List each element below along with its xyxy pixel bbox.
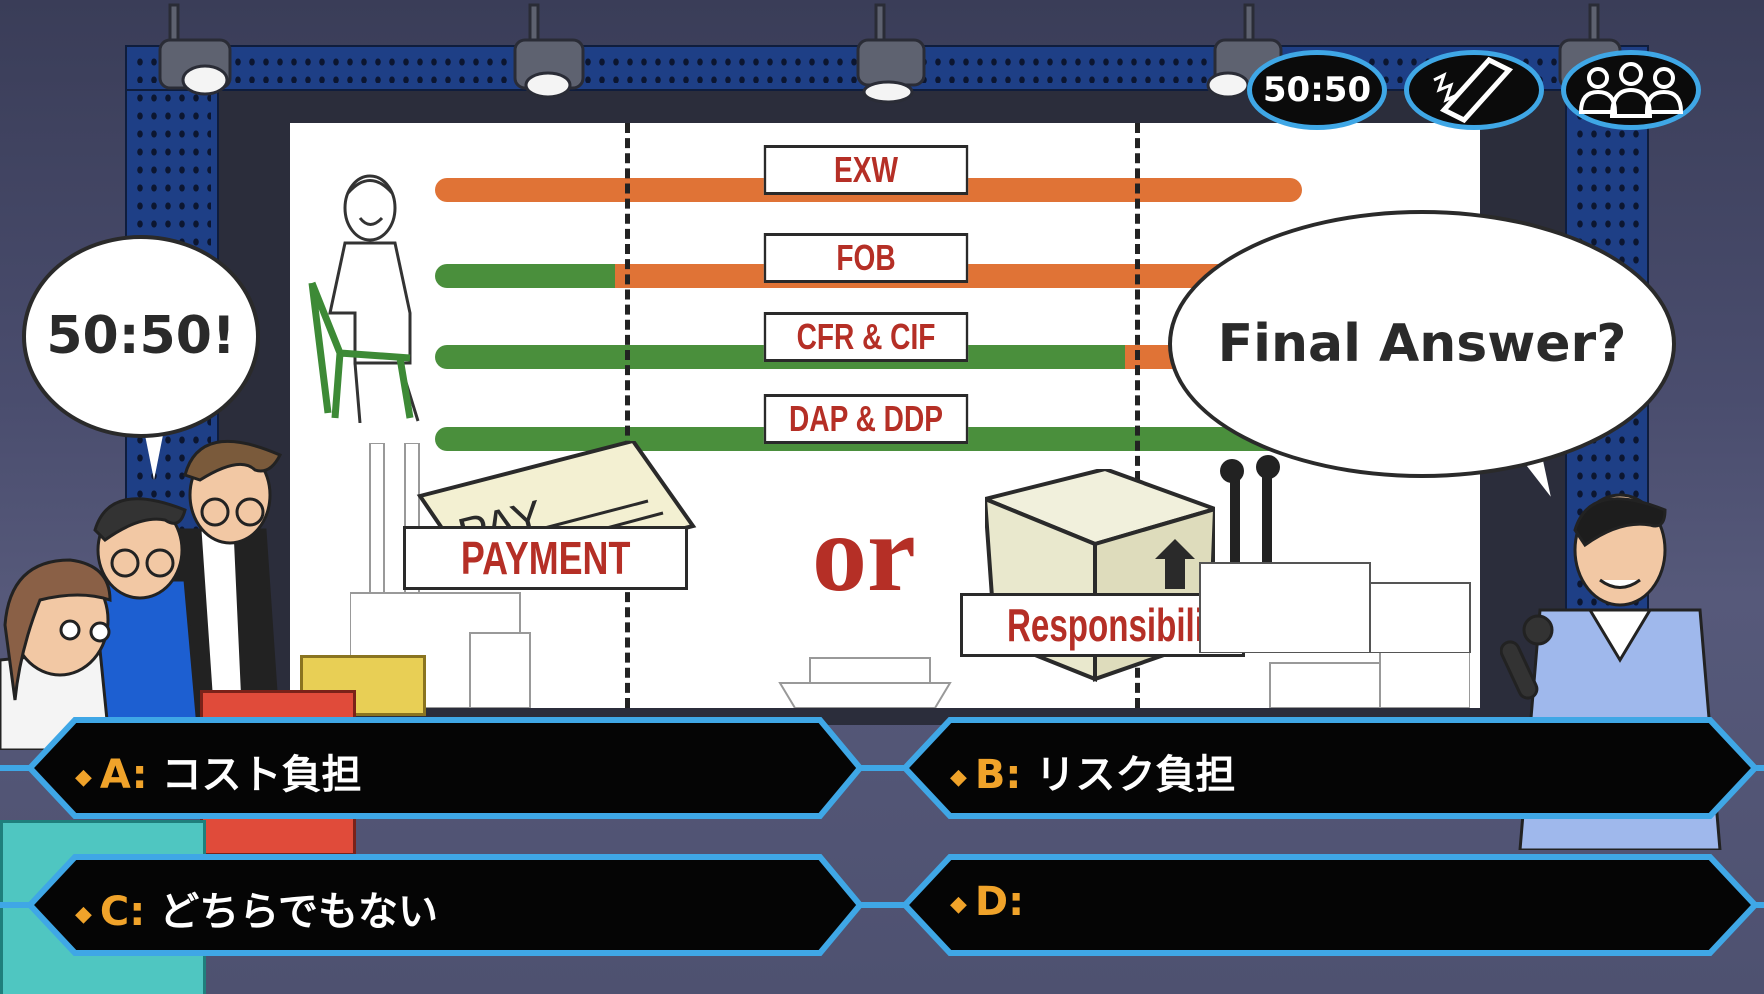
answer-c-letter: C:: [99, 889, 146, 935]
audience-icon: [1578, 62, 1684, 118]
phone-icon: [1433, 56, 1514, 124]
diamond-icon: ◆: [950, 764, 967, 790]
answer-c-frame: [25, 854, 864, 956]
seller-figure: [308, 174, 420, 423]
answer-c-text: どちらでもない: [159, 889, 439, 935]
lifeline-fifty-fifty-button[interactable]: 50:50: [1247, 50, 1387, 130]
term-dap-ddp: DAP & DDP: [763, 394, 969, 444]
answer-a-text: コスト負担: [161, 752, 362, 798]
answer-a-button[interactable]: ◆ A: コスト負担: [75, 720, 820, 816]
answer-d-button[interactable]: ◆ D:: [950, 857, 1710, 953]
answer-b-text: リスク負担: [1035, 752, 1236, 798]
spotlight-icon: [513, 3, 585, 99]
harbor-scene: [778, 643, 1470, 708]
answer-d-letter: D:: [974, 879, 1025, 925]
responsibility-label: Responsibility: [960, 593, 1245, 657]
presentation-screen: EXW FOB CFR & CIF DAP & DDP: [290, 123, 1480, 708]
lifeline-phone-button[interactable]: [1404, 50, 1544, 130]
term-fob: FOB: [763, 233, 969, 283]
payment-label: PAYMENT: [403, 526, 688, 590]
spotlight-icon: [856, 3, 926, 104]
diamond-icon: ◆: [75, 901, 92, 927]
answer-a-letter: A:: [99, 752, 148, 798]
divider-line-left: [625, 123, 630, 708]
diamond-icon: ◆: [75, 764, 92, 790]
spotlight-icon: [158, 3, 232, 96]
term-exw: EXW: [763, 145, 969, 195]
answer-a-frame: [25, 717, 864, 819]
answer-b-frame: [900, 717, 1760, 819]
factory-right: [1199, 455, 1471, 653]
lifeline-audience-button[interactable]: [1561, 50, 1701, 130]
answer-b-letter: B:: [974, 752, 1022, 798]
answer-b-button[interactable]: ◆ B: リスク負担: [950, 720, 1710, 816]
answer-panels: [0, 717, 1764, 956]
host-speech-bubble: Final Answer?: [1168, 210, 1676, 478]
term-cfr-cif: CFR & CIF: [763, 312, 969, 362]
divider-line-right: [1135, 123, 1140, 708]
diamond-icon: ◆: [950, 891, 967, 917]
contestant-speech-bubble: 50:50!: [22, 235, 260, 438]
factory-left: [350, 443, 531, 708]
lifeline-fifty-fifty-label: 50:50: [1262, 70, 1372, 110]
answer-d-frame: [900, 854, 1760, 956]
or-text: or: [812, 492, 916, 614]
answer-c-button[interactable]: ◆ C: どちらでもない: [75, 857, 820, 953]
